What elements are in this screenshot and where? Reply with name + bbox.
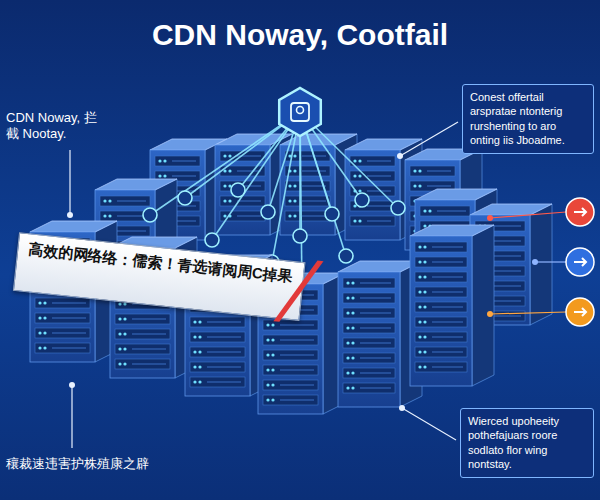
network-point [293,229,307,243]
network-point [143,208,157,222]
callout-box: Wierced upoheeity pothefajuars roore sod… [460,408,594,478]
leader-line [402,408,456,440]
network-point [391,201,405,215]
annotation-label: CDN Noway, 拦截 Nootay. [6,110,106,143]
hub-icon [297,107,304,114]
leader-dot [67,212,73,218]
leader-line [400,122,458,156]
server-rack [410,225,494,386]
callout-box: Conest offertail arsprataе ntonterig rur… [462,84,594,154]
node-text: 高效的网络络：儒索！青选请阅周C掉果 [27,240,293,287]
node-text: Wierced upoheeity pothefajuars roore sod… [468,414,586,471]
leader-line [490,312,566,314]
status-icon [566,198,594,226]
leader-dot [399,405,405,411]
network-link [150,112,300,215]
network-point [261,205,275,219]
network-point [325,207,339,221]
title: CDN Noway, Cootfail [0,18,600,52]
node-text: Conest offertail arsprataе ntonterig rur… [470,90,586,147]
hub-icon [279,88,321,136]
network-link [212,112,300,240]
leader-line [490,212,566,218]
network-point [355,193,369,207]
leader-dot [397,153,403,159]
status-icon [566,248,594,276]
status-icon [566,298,594,326]
leader-dot [487,311,493,317]
leader-dot [69,382,75,388]
network-point [205,233,219,247]
network-point [178,191,192,205]
server-rack [338,261,422,407]
leader-line [71,385,72,448]
leader-dot [487,215,493,221]
annotation-label: 穰裁速违害护株殖康之辟 [6,456,176,472]
leader-dot [532,259,538,265]
network-point [339,249,353,263]
network-point [231,183,245,197]
leader-line [69,150,70,215]
leader-line [535,261,566,262]
hub-icon [291,103,309,121]
